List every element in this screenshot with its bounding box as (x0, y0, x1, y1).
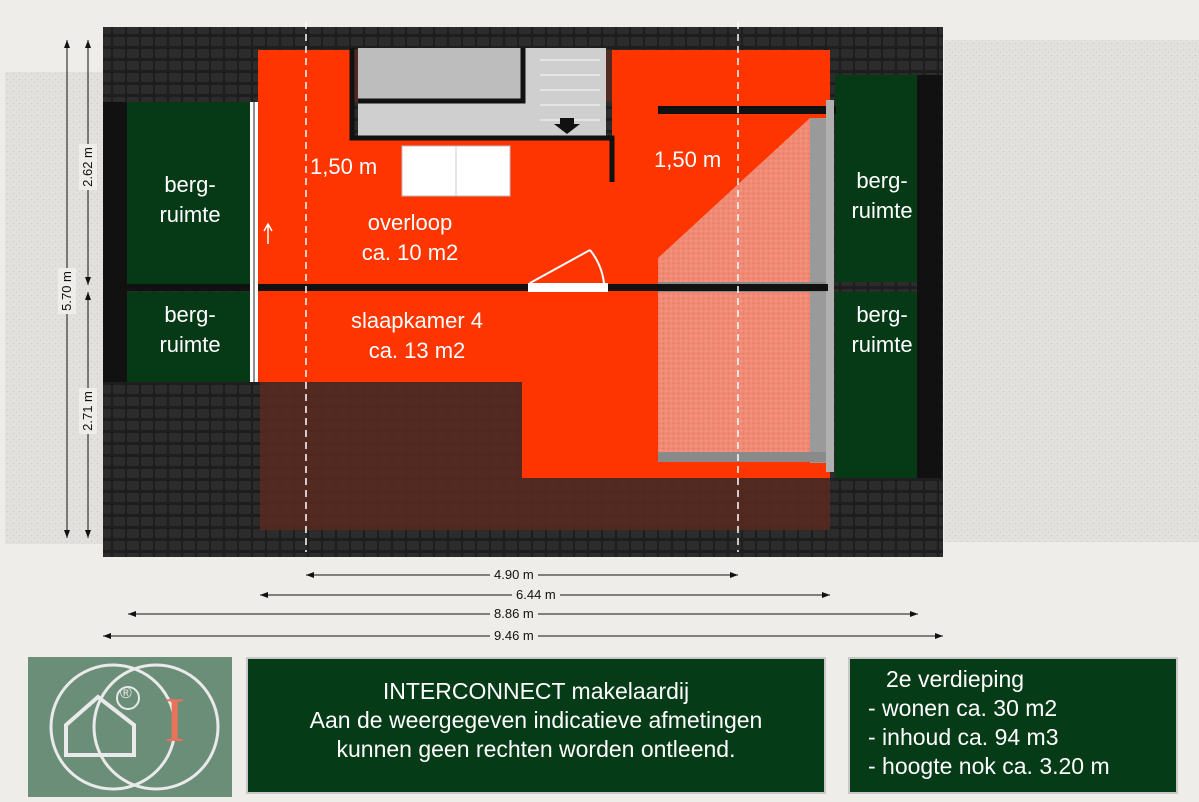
storage-bottom-left (103, 292, 251, 382)
stair-top (358, 48, 523, 101)
disclaimer-line1: Aan de weergegeven indicatieve afmetinge… (309, 707, 763, 733)
dimension-644: 6.44 m (512, 588, 560, 602)
dimension-vertical-total: 5.70 m (58, 268, 76, 314)
dimension-886: 8.86 m (490, 607, 538, 621)
slaapkamer-name: slaapkamer 4 (350, 308, 484, 333)
company-logo: ® I (28, 657, 232, 797)
info-panel: INTERCONNECT makelaardij Aan de weergege… (246, 657, 826, 794)
dimension-vertical-bottom: 2.71 m (79, 388, 97, 434)
storage-label-top-right: berg- ruimte (822, 166, 942, 226)
overloop-area: ca. 10 m2 (361, 240, 459, 265)
floor-name: 2e verdieping (886, 666, 1025, 692)
roof-window-upper (658, 118, 826, 282)
overloop-label: overloop ca. 10 m2 (330, 208, 490, 268)
dimension-vertical-top: 2.62 m (79, 144, 97, 190)
small-arrow-icon (263, 222, 273, 244)
door-swing (529, 249, 605, 284)
spec-volume: - inhoud ca. 94 m3 (868, 724, 1059, 750)
slaapkamer-area: ca. 13 m2 (368, 338, 466, 363)
dimension-946: 9.46 m (490, 629, 538, 643)
logo-letter: I (164, 684, 186, 755)
stair-walls (349, 48, 615, 182)
height-mark-left: 1,50 m (310, 154, 378, 179)
dimension-arrows (64, 40, 943, 639)
spec-ridge: - hoogte nok ca. 3.20 m (868, 753, 1110, 779)
gravel-right (944, 40, 1199, 542)
dormer-rail-bottom (658, 452, 826, 462)
company-name: INTERCONNECT makelaardij (382, 678, 690, 704)
storage-label-line2: ruimte (159, 332, 221, 357)
height-mark-right: 1,50 m (654, 147, 722, 172)
specs-panel: 2e verdieping - wonen ca. 30 m2 - inhoud… (848, 657, 1178, 794)
dividing-wall (103, 284, 828, 291)
room-floor (258, 50, 352, 102)
storage-label-top-left: berg- ruimte (130, 170, 250, 230)
storage-label-bottom-left: berg- ruimte (130, 300, 250, 360)
door-opening (528, 283, 608, 292)
storage-label-line1: berg- (856, 168, 908, 193)
storage-label-line2: ruimte (851, 198, 913, 223)
disclaimer-line2: kunnen geen rechten worden ontleend. (336, 736, 736, 762)
wall-left-outer (103, 102, 127, 382)
spec-living: - wonen ca. 30 m2 (868, 695, 1058, 721)
wall-right-outer (917, 75, 942, 478)
storage-label-line1: berg- (856, 302, 908, 327)
storage-label-bottom-right: berg- ruimte (822, 300, 942, 360)
storage-top-left (103, 102, 251, 284)
storage-label-line1: berg- (164, 302, 216, 327)
wall-top-right (658, 106, 836, 114)
storage-label-line2: ruimte (851, 332, 913, 357)
house-icon (64, 694, 136, 757)
dimension-490: 4.90 m (490, 568, 538, 582)
storage-label-line1: berg- (164, 172, 216, 197)
roof-window-lower (658, 292, 826, 457)
storage-label-line2: ruimte (159, 202, 221, 227)
floor-plan (5, 22, 1199, 639)
dormer-side (826, 100, 834, 472)
logo-graphic (49, 663, 220, 791)
slaapkamer-label: slaapkamer 4 ca. 13 m2 (322, 306, 512, 366)
stair-steps (540, 59, 600, 121)
stair-down-arrow-icon (554, 118, 580, 134)
overloop-name: overloop (367, 210, 453, 235)
registered-mark: ® (120, 685, 132, 702)
gravel-left (5, 72, 105, 544)
